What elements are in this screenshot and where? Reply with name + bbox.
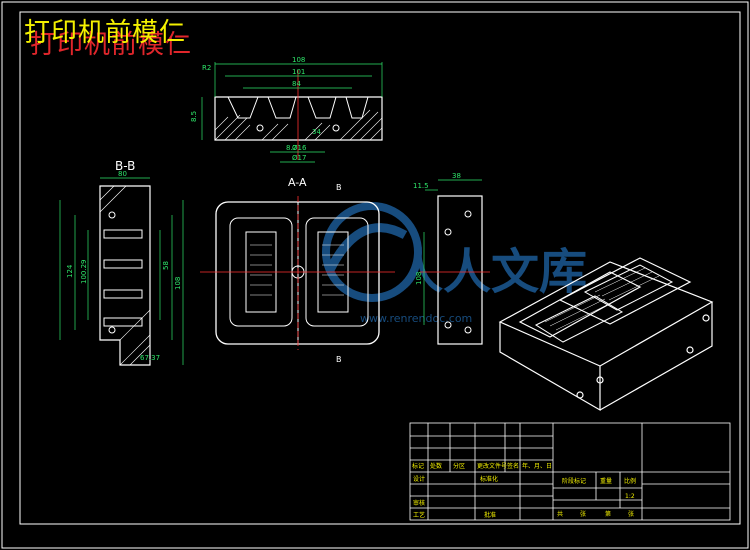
title-block	[409, 422, 731, 521]
drawing-frame	[19, 11, 741, 525]
watermark-url: www.renrendoc.com	[360, 312, 472, 325]
dim-right-side: 11.5	[413, 182, 429, 190]
right-side-view: 38 11.5 108	[413, 172, 490, 345]
tb-approve: 批准	[484, 511, 496, 519]
tb-sheet-num: 第	[605, 510, 611, 518]
dim-bb-left2: 100.29	[80, 260, 88, 285]
tb-total: 共	[557, 510, 563, 518]
dim-bb-right1: 58	[162, 261, 170, 270]
dim-bottom-a: Ø16	[292, 144, 307, 152]
dim-top-r: R2	[202, 64, 211, 72]
dim-bottom-b: Ø17	[292, 154, 306, 162]
tb-sheet-unit-b: 张	[628, 510, 634, 518]
dim-top-mid: 8.7	[286, 144, 297, 152]
dim-bb-top: 80	[118, 170, 127, 178]
tb-weight: 重量	[600, 477, 612, 485]
dim-top-inner: 101	[292, 68, 305, 76]
label-aa: A-A	[288, 176, 307, 189]
dim-bb-right2: 108	[174, 277, 182, 290]
top-section-view: 108 101 84 34 8.5 R2 8.7 Ø16 Ø17	[190, 56, 383, 163]
tb-sign: 签名	[507, 462, 519, 470]
tb-review: 审核	[413, 499, 425, 507]
tb-scale-label: 比例	[624, 477, 636, 485]
tb-sheet-unit-a: 张	[580, 510, 586, 518]
tb-count: 处数	[430, 462, 442, 470]
dim-right-height: 108	[415, 272, 423, 285]
dim-right-top: 38	[452, 172, 461, 180]
tb-change-doc: 更改文件号	[477, 462, 507, 470]
label-bb: B-B	[115, 159, 135, 173]
title-block-text: 标记 处数 分区 更改文件号 签名 年、月、日 设计 标准化 审核 工艺 批准 …	[412, 462, 636, 519]
drawing-title: 打印机前模仁	[24, 18, 187, 48]
cut-mark-b-top: B	[336, 183, 342, 192]
section-bb-view: B-B 80 124 100.29 58 108 67.37	[59, 159, 184, 366]
tb-date: 年、月、日	[522, 462, 552, 470]
tb-zone: 分区	[453, 462, 465, 470]
tb-standard: 标准化	[480, 475, 498, 483]
section-aa-plan-view: A-A B B	[200, 176, 395, 364]
isometric-3d-view	[498, 257, 714, 412]
cut-mark-b-bottom: B	[336, 355, 342, 364]
tb-scale: 1:2	[625, 493, 635, 500]
dim-top-height: 8.5	[190, 111, 198, 122]
tb-stage: 阶段标记	[562, 477, 586, 485]
dim-top-center: 84	[292, 80, 301, 88]
tb-mark: 标记	[412, 462, 424, 470]
dim-top-overall: 108	[292, 56, 305, 64]
tb-process: 工艺	[413, 511, 425, 519]
tb-design: 设计	[413, 475, 425, 483]
dim-bb-left1: 124	[66, 264, 74, 278]
dim-top-small: 34	[312, 128, 321, 136]
drawing-title-shadow: 打印机前模仁	[30, 30, 193, 60]
dim-bb-bottom: 67.37	[140, 354, 160, 362]
